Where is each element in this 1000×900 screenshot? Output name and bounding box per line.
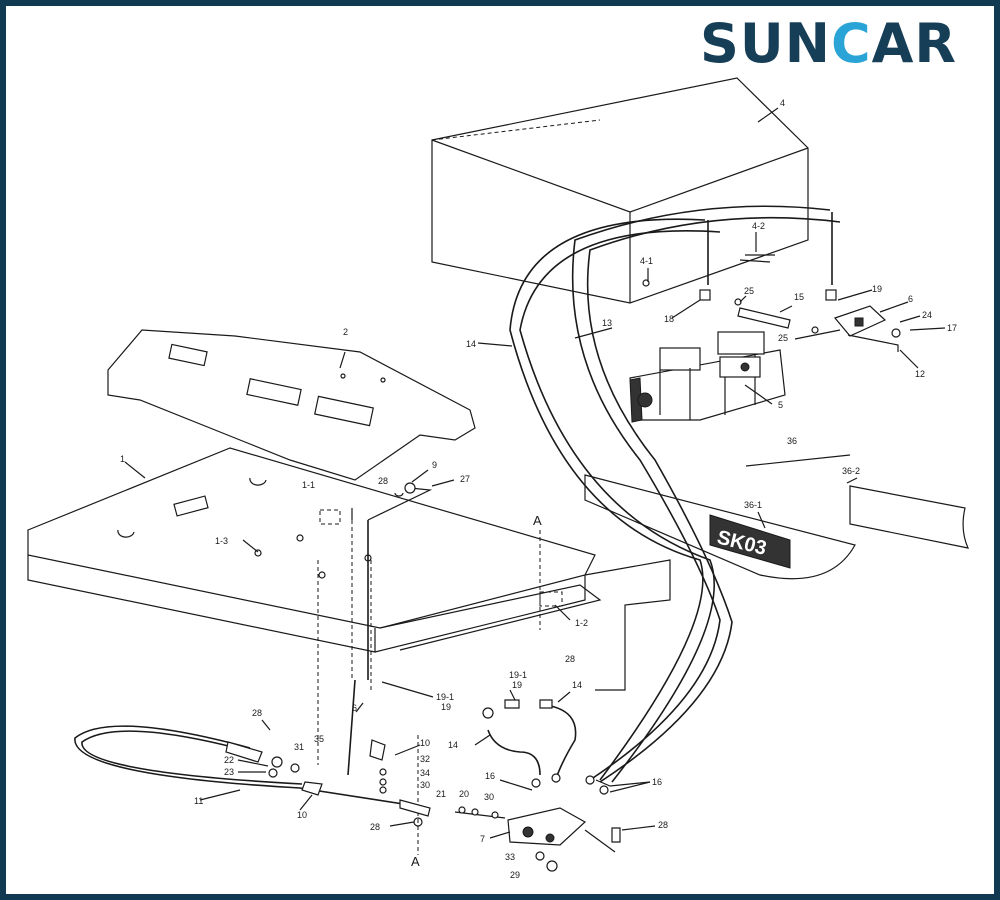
logo-text-sun: SUN	[700, 12, 831, 75]
label-28e: 28	[658, 820, 668, 830]
label-7: 7	[480, 834, 485, 844]
label-13: 13	[602, 318, 612, 328]
label-21: 21	[436, 789, 446, 799]
label-16b: 16	[652, 777, 662, 787]
label-20: 20	[459, 789, 469, 799]
label-14b: 14	[572, 680, 582, 690]
label-32: 32	[420, 754, 430, 764]
valve-upper	[642, 254, 901, 352]
floor-mat	[107, 329, 476, 481]
label-a-top: A	[533, 513, 542, 528]
label-27: 27	[460, 474, 470, 484]
valve-lower	[369, 739, 621, 872]
label-23: 23	[224, 767, 234, 777]
label-16a: 16	[485, 771, 495, 781]
floor-plate	[27, 447, 671, 691]
label-18: 18	[664, 314, 674, 324]
label-14a: 14	[466, 339, 476, 349]
label-4-2: 4-2	[752, 221, 765, 231]
label-28a: 28	[378, 476, 388, 486]
label-1-2: 1-2	[575, 618, 588, 628]
logo-letter-c: C	[830, 12, 872, 75]
label-10b: 10	[297, 810, 307, 820]
label-19a: 19	[872, 284, 882, 294]
tank-box	[431, 77, 809, 304]
label-35: 35	[314, 734, 324, 744]
label-15: 15	[794, 292, 804, 302]
leader-lines	[124, 107, 946, 839]
rods-linkage	[317, 482, 541, 855]
label-19b: 19	[512, 680, 522, 690]
control-cable	[74, 725, 431, 817]
label-10a: 10	[420, 738, 430, 748]
label-9: 9	[432, 460, 437, 470]
decal-strip: SK03	[584, 474, 856, 580]
label-28c: 28	[252, 708, 262, 718]
label-22: 22	[224, 755, 234, 765]
label-4-1: 4-1	[640, 256, 653, 266]
label-25b: 25	[778, 333, 788, 343]
hoses	[509, 205, 841, 783]
label-33: 33	[505, 852, 515, 862]
label-2: 2	[343, 327, 348, 337]
label-19-1a: 19-1	[436, 692, 454, 702]
label-30b: 30	[484, 792, 494, 802]
label-5: 5	[778, 400, 783, 410]
label-24: 24	[922, 310, 932, 320]
label-1-3: 1-3	[215, 536, 228, 546]
logo-text-ar: AR	[871, 12, 957, 75]
label-36: 36	[787, 436, 797, 446]
label-14c: 14	[448, 740, 458, 750]
small-hoses	[482, 699, 609, 795]
label-6b: 6	[352, 703, 357, 713]
label-4: 4	[780, 98, 785, 108]
label-17: 17	[947, 323, 957, 333]
part-labels: 4 4-2 4-1 25 15 19 6 24 17 12 25 18 13 1…	[120, 98, 957, 880]
label-a-bottom: A	[411, 854, 420, 869]
label-25a: 25	[744, 286, 754, 296]
decal-sheet	[849, 485, 970, 549]
label-19-1b: 19-1	[509, 670, 527, 680]
label-29: 29	[510, 870, 520, 880]
label-30a: 30	[420, 780, 430, 790]
label-19c: 19	[441, 702, 451, 712]
label-28d: 28	[370, 822, 380, 832]
label-28b: 28	[565, 654, 575, 664]
label-31: 31	[294, 742, 304, 752]
label-1: 1	[120, 454, 125, 464]
label-12: 12	[915, 369, 925, 379]
label-1-1: 1-1	[302, 480, 315, 490]
label-34: 34	[420, 768, 430, 778]
label-36-1: 36-1	[744, 500, 762, 510]
label-11: 11	[194, 796, 203, 806]
label-36-2: 36-2	[842, 466, 860, 476]
label-6a: 6	[908, 294, 913, 304]
pump-assembly	[629, 331, 786, 423]
